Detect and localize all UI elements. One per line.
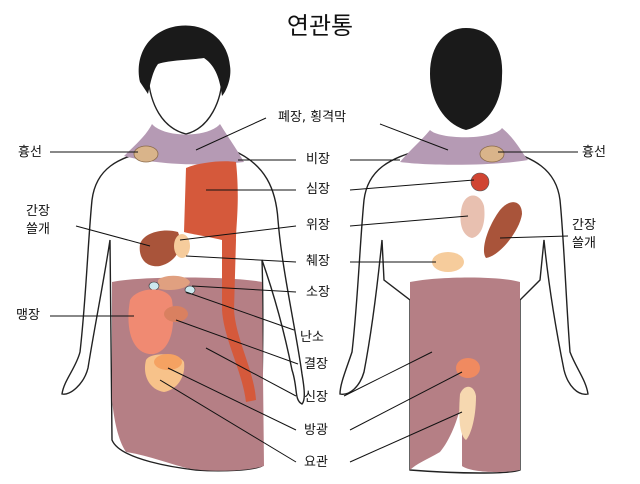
label-lung-diaphragm: 폐장, 횡격막 [278,110,347,125]
front-heart-strip [184,161,256,402]
back-bladder [456,358,480,378]
label-bladder: 방광 [304,423,328,438]
label-ovary: 난소 [300,330,324,345]
back-heart [470,172,490,192]
page-title: 연관통 [286,12,354,40]
label-small-intestine: 소장 [306,285,330,300]
label-spleen: 비장 [306,152,330,167]
back-liver [483,202,522,258]
front-hair [138,25,231,96]
leader-lines [50,117,578,463]
label-liver-right-1: 간장 [572,218,596,233]
label-stomach: 위장 [306,218,330,233]
front-ovary-right [184,285,196,295]
back-right-chest-oval [479,145,505,163]
back-figure [339,28,589,474]
back-pancreas [432,252,464,272]
label-liver-left-1: 간장 [26,204,50,219]
front-left-chest-oval [133,145,159,163]
label-liver-right-2: 쓸개 [572,236,596,251]
label-pancreas: 췌장 [306,254,330,269]
label-liver-left-2: 쓸개 [26,222,50,237]
back-head [430,28,503,130]
front-colon [164,306,188,322]
back-kidney [460,195,485,238]
label-kidney: 신장 [304,390,328,405]
label-heart: 심장 [306,182,330,197]
label-appendix: 맹장 [16,308,40,323]
front-appendix-area [128,289,174,355]
back-neck-band [400,128,528,165]
front-gallbladder [174,234,190,258]
label-chest-right: 흉선 [582,145,606,160]
back-ureter [459,386,476,440]
label-colon: 결장 [304,357,328,372]
front-liver [139,230,180,267]
label-ureter: 요관 [304,455,328,470]
label-chest-left: 흉선 [18,145,42,160]
front-figure [61,25,305,472]
front-kidney [154,354,182,370]
front-ovary-left [148,281,160,291]
front-small-intestine [158,275,190,290]
